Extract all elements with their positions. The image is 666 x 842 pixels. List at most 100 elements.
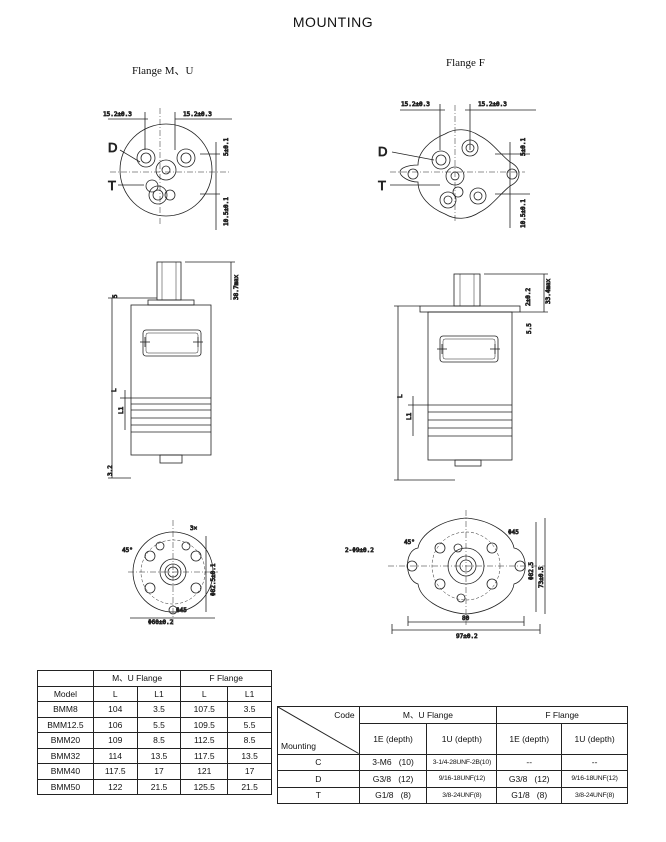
mu-bottom-phi60: Φ60±0.2 xyxy=(148,619,174,626)
f-dim-10-5: 10.5±0.1 xyxy=(520,199,527,228)
table-cell: G3/8 (12) xyxy=(358,770,428,788)
f-bottom-73: 73±0.5 xyxy=(538,566,545,588)
table-cell: 5.5 xyxy=(227,716,272,733)
table-cell: D xyxy=(277,770,360,788)
diagonal-divider xyxy=(278,707,359,754)
table-cell: 121 xyxy=(180,763,229,780)
table-cell: 17 xyxy=(227,763,272,780)
mu-side-3-2: 3.2 xyxy=(107,465,114,476)
table-cell: 3/8-24UNF(8) xyxy=(561,786,628,804)
mu-port-d-label: D xyxy=(108,140,117,155)
group-f-header: F Flange xyxy=(180,670,272,687)
table-cell: 109.5 xyxy=(180,716,229,733)
table-cell: 104 xyxy=(92,701,138,718)
mu-side-view: 5 38.7max L L1 3.2 xyxy=(107,261,240,479)
mu-bottom-view: 3× 45° Φ45 Φ60±0.2 Φ82.5±0.1 xyxy=(122,520,218,626)
table-cell: 8.5 xyxy=(227,732,272,749)
table-cell: -- xyxy=(561,753,628,771)
f-side-33-4: 33.4max xyxy=(545,278,552,304)
flange-f-label: Flange F xyxy=(446,57,485,69)
table-cell: BMM12.5 xyxy=(37,716,94,733)
table-header-row: Model L L1 L L1 xyxy=(37,685,272,702)
table-header-row: 1E (depth) 1U (depth) 1E (depth) 1U (dep… xyxy=(278,722,628,755)
table-row: D G3/8 (12) 9/16-18UNF(12) G3/8 (12) 9/1… xyxy=(277,770,628,788)
col-1u-header: 1U (depth) xyxy=(561,722,628,755)
col-model-header: Model xyxy=(37,685,94,702)
f-side-2-2: 2±0.2 xyxy=(525,288,532,306)
table-cell: -- xyxy=(496,753,563,771)
mu-bottom-45deg: 45° xyxy=(122,547,133,554)
table-cell: T xyxy=(277,786,360,804)
mounting-label: Mounting xyxy=(281,740,316,751)
col-l1-header: L1 xyxy=(136,685,182,702)
mu-bottom-phi45: Φ45 xyxy=(176,607,187,614)
group-mu-header: M、U Flange xyxy=(358,706,498,724)
mu-front-view: 15.2±0.3 15.2±0.3 5±0.1 10.5±0.1 D T xyxy=(103,108,232,230)
table-cell: 21.5 xyxy=(227,778,272,795)
f-bottom-phi82: Φ82.5 xyxy=(528,562,535,580)
mu-side-l: L xyxy=(111,388,118,392)
table-row: BMM32 114 13.5 117.5 13.5 xyxy=(37,747,272,764)
table-cell: BMM32 xyxy=(37,747,94,764)
f-bottom-45deg: 45° xyxy=(404,539,415,546)
table-cell: 114 xyxy=(92,747,138,764)
table-cell: 21.5 xyxy=(136,778,182,795)
f-front-view: 15.2±0.3 15.2±0.3 5±0.1 10.5±0.1 D T xyxy=(378,101,536,228)
table-cell: BMM50 xyxy=(37,778,94,795)
mu-dim-5: 5±0.1 xyxy=(223,138,230,156)
table-cell: 9/16-18UNF(12) xyxy=(561,770,628,788)
col-l-header: L xyxy=(180,685,229,702)
table-header-row: Code Mounting M、U Flange F Flange xyxy=(277,706,628,755)
f-port-t-label: T xyxy=(378,178,386,193)
mu-dim-right: 15.2±0.3 xyxy=(183,111,212,118)
group-mu-header: M、U Flange xyxy=(92,670,182,687)
table-row: BMM50 122 21.5 125.5 21.5 xyxy=(37,778,272,795)
table-cell xyxy=(37,670,94,687)
col-l-header: L xyxy=(92,685,138,702)
f-side-l: L xyxy=(397,394,404,398)
technical-drawing: 15.2±0.3 15.2±0.3 5±0.1 10.5±0.1 D T 15.… xyxy=(103,101,553,641)
col-l1-header: L1 xyxy=(227,685,272,702)
code-mounting-header: Code Mounting xyxy=(277,706,360,755)
f-side-5-5: 5.5 xyxy=(526,323,533,334)
f-bottom-97: 97±0.2 xyxy=(456,633,478,640)
table-row: C 3-M6 (10) 3-1/4-28UNF-2B(10) -- -- xyxy=(277,753,628,771)
mu-side-l1: L1 xyxy=(118,406,125,414)
table-cell: 122 xyxy=(92,778,138,795)
table-cell: 106 xyxy=(92,716,138,733)
table-cell: BMM40 xyxy=(37,763,94,780)
table-row: BMM12.5 106 5.5 109.5 5.5 xyxy=(37,716,272,733)
table-row: T G1/8 (8) 3/8-24UNF(8) G1/8 (8) 3/8-24U… xyxy=(277,786,628,804)
table-cell: 117.5 xyxy=(92,763,138,780)
code-label: Code xyxy=(334,710,355,720)
table-row: BMM20 109 8.5 112.5 8.5 xyxy=(37,732,272,749)
table-cell: C xyxy=(277,753,360,771)
mu-bottom-phi82: Φ82.5±0.1 xyxy=(210,563,217,596)
f-side-view: 2±0.2 33.4max 5.5 L L1 xyxy=(394,273,552,481)
group-f-header: F Flange xyxy=(496,706,628,724)
table-cell: 3.5 xyxy=(227,701,272,718)
mu-dim-10-5: 10.5±0.1 xyxy=(223,197,230,226)
dimensions-table: M、U Flange F Flange Model L L1 L L1 BMM8… xyxy=(37,670,272,795)
table-cell: 107.5 xyxy=(180,701,229,718)
table-cell: G1/8 (8) xyxy=(496,786,563,804)
f-bottom-80: 80 xyxy=(462,615,470,622)
mu-port-t-label: T xyxy=(108,178,116,193)
flange-mu-label: Flange M、U xyxy=(132,65,194,77)
col-1u-header: 1U (depth) xyxy=(426,722,498,755)
f-side-l1: L1 xyxy=(406,412,413,420)
f-port-d-label: D xyxy=(378,144,387,159)
table-row: BMM40 117.5 17 121 17 xyxy=(37,763,272,780)
f-bottom-2holes: 2-Φ9±0.2 xyxy=(345,547,374,554)
table-cell: BMM20 xyxy=(37,732,94,749)
col-1e-header: 1E (depth) xyxy=(358,722,428,755)
table-cell: 3-1/4-28UNF-2B(10) xyxy=(426,753,498,771)
table-cell: G3/8 (12) xyxy=(496,770,563,788)
table-cell: 13.5 xyxy=(227,747,272,764)
table-cell: 3/8-24UNF(8) xyxy=(426,786,498,804)
mu-bottom-3x: 3× xyxy=(190,525,198,532)
table-row: BMM8 104 3.5 107.5 3.5 xyxy=(37,701,272,718)
table-cell: 13.5 xyxy=(136,747,182,764)
table-header-row: M、U Flange F Flange xyxy=(37,670,272,687)
mu-dim-left: 15.2±0.3 xyxy=(103,111,132,118)
